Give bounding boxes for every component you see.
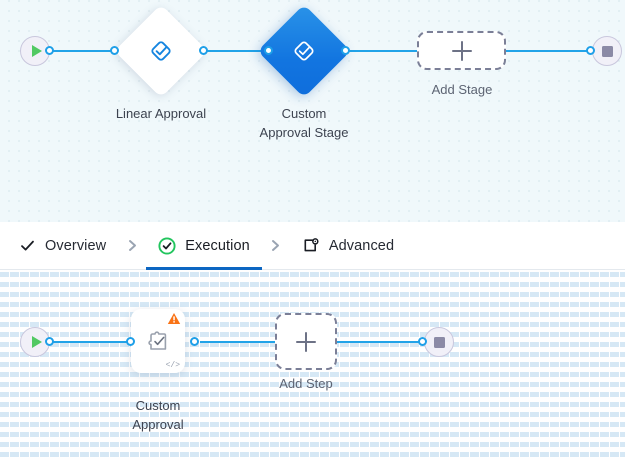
stop-icon bbox=[433, 336, 445, 348]
tab-execution[interactable]: Execution bbox=[146, 222, 262, 270]
edge-addstage-to-end bbox=[505, 50, 590, 52]
window-gear-icon bbox=[302, 237, 320, 255]
stage-node-custom-approval-stage[interactable] bbox=[257, 4, 351, 98]
stage-end-input-port[interactable] bbox=[586, 46, 595, 55]
stage-label-linear-approval: Linear Approval bbox=[115, 106, 207, 121]
check-circle-icon bbox=[158, 236, 176, 255]
warning-triangle-icon bbox=[167, 312, 181, 325]
play-icon bbox=[31, 336, 42, 348]
chevron-right-icon bbox=[254, 222, 298, 270]
approval-diamond-check-icon bbox=[147, 37, 175, 65]
play-icon bbox=[31, 45, 42, 57]
plus-icon bbox=[296, 331, 316, 352]
add-step-button[interactable] bbox=[275, 313, 337, 370]
stage-start-node[interactable] bbox=[20, 36, 50, 66]
step-start-output-port[interactable] bbox=[45, 337, 54, 346]
custom-approval-input-port[interactable] bbox=[126, 337, 135, 346]
step-end-node[interactable] bbox=[424, 327, 454, 357]
step-node-custom-approval[interactable]: </> bbox=[131, 309, 185, 373]
add-step-label: Add Step bbox=[279, 376, 333, 391]
add-stage-button[interactable] bbox=[417, 31, 506, 70]
edge-addstep-to-end bbox=[337, 341, 422, 343]
stage-label-custom-approval-stage: Custom Approval Stage bbox=[259, 106, 349, 140]
stage-config-tabs: Overview Execution bbox=[0, 222, 625, 270]
edge-start-to-linear bbox=[48, 50, 114, 52]
custom-approval-output-port[interactable] bbox=[190, 337, 199, 346]
tab-overview-label: Overview bbox=[45, 237, 107, 254]
edge-linear-to-custom bbox=[203, 50, 275, 52]
tab-advanced-label: Advanced bbox=[328, 237, 395, 254]
edge-start-to-custom-approval bbox=[48, 341, 180, 343]
stage-start-output-port[interactable] bbox=[45, 46, 54, 55]
approval-diamond-check-icon bbox=[290, 37, 318, 65]
edge-custom-to-addstage bbox=[345, 50, 417, 52]
tab-advanced[interactable]: Advanced bbox=[298, 222, 398, 270]
linear-approval-input-port[interactable] bbox=[110, 46, 119, 55]
check-icon bbox=[18, 237, 36, 255]
tab-overview[interactable]: Overview bbox=[14, 222, 110, 270]
custom-approval-stage-output-port[interactable] bbox=[341, 46, 350, 55]
code-badge-icon: </> bbox=[165, 361, 180, 370]
add-stage-label: Add Stage bbox=[431, 82, 493, 97]
edge-custom-approval-to-addstep bbox=[200, 341, 275, 343]
stop-icon bbox=[601, 45, 613, 57]
plus-icon bbox=[451, 40, 472, 61]
stage-flow-canvas[interactable]: Linear Approval Custom Approval Stage Ad… bbox=[0, 0, 625, 222]
step-flow-canvas[interactable]: </> Custom Approval Add Step bbox=[0, 270, 625, 461]
stage-node-linear-approval[interactable] bbox=[114, 4, 208, 98]
puzzle-check-icon bbox=[145, 328, 171, 354]
step-end-input-port[interactable] bbox=[418, 337, 427, 346]
linear-approval-output-port[interactable] bbox=[199, 46, 208, 55]
chevron-right-icon bbox=[110, 222, 154, 270]
step-label-custom-approval: Custom Approval bbox=[132, 398, 184, 432]
stage-end-node[interactable] bbox=[592, 36, 622, 66]
tab-execution-label: Execution bbox=[185, 237, 250, 254]
custom-approval-stage-input-port[interactable] bbox=[264, 46, 273, 55]
